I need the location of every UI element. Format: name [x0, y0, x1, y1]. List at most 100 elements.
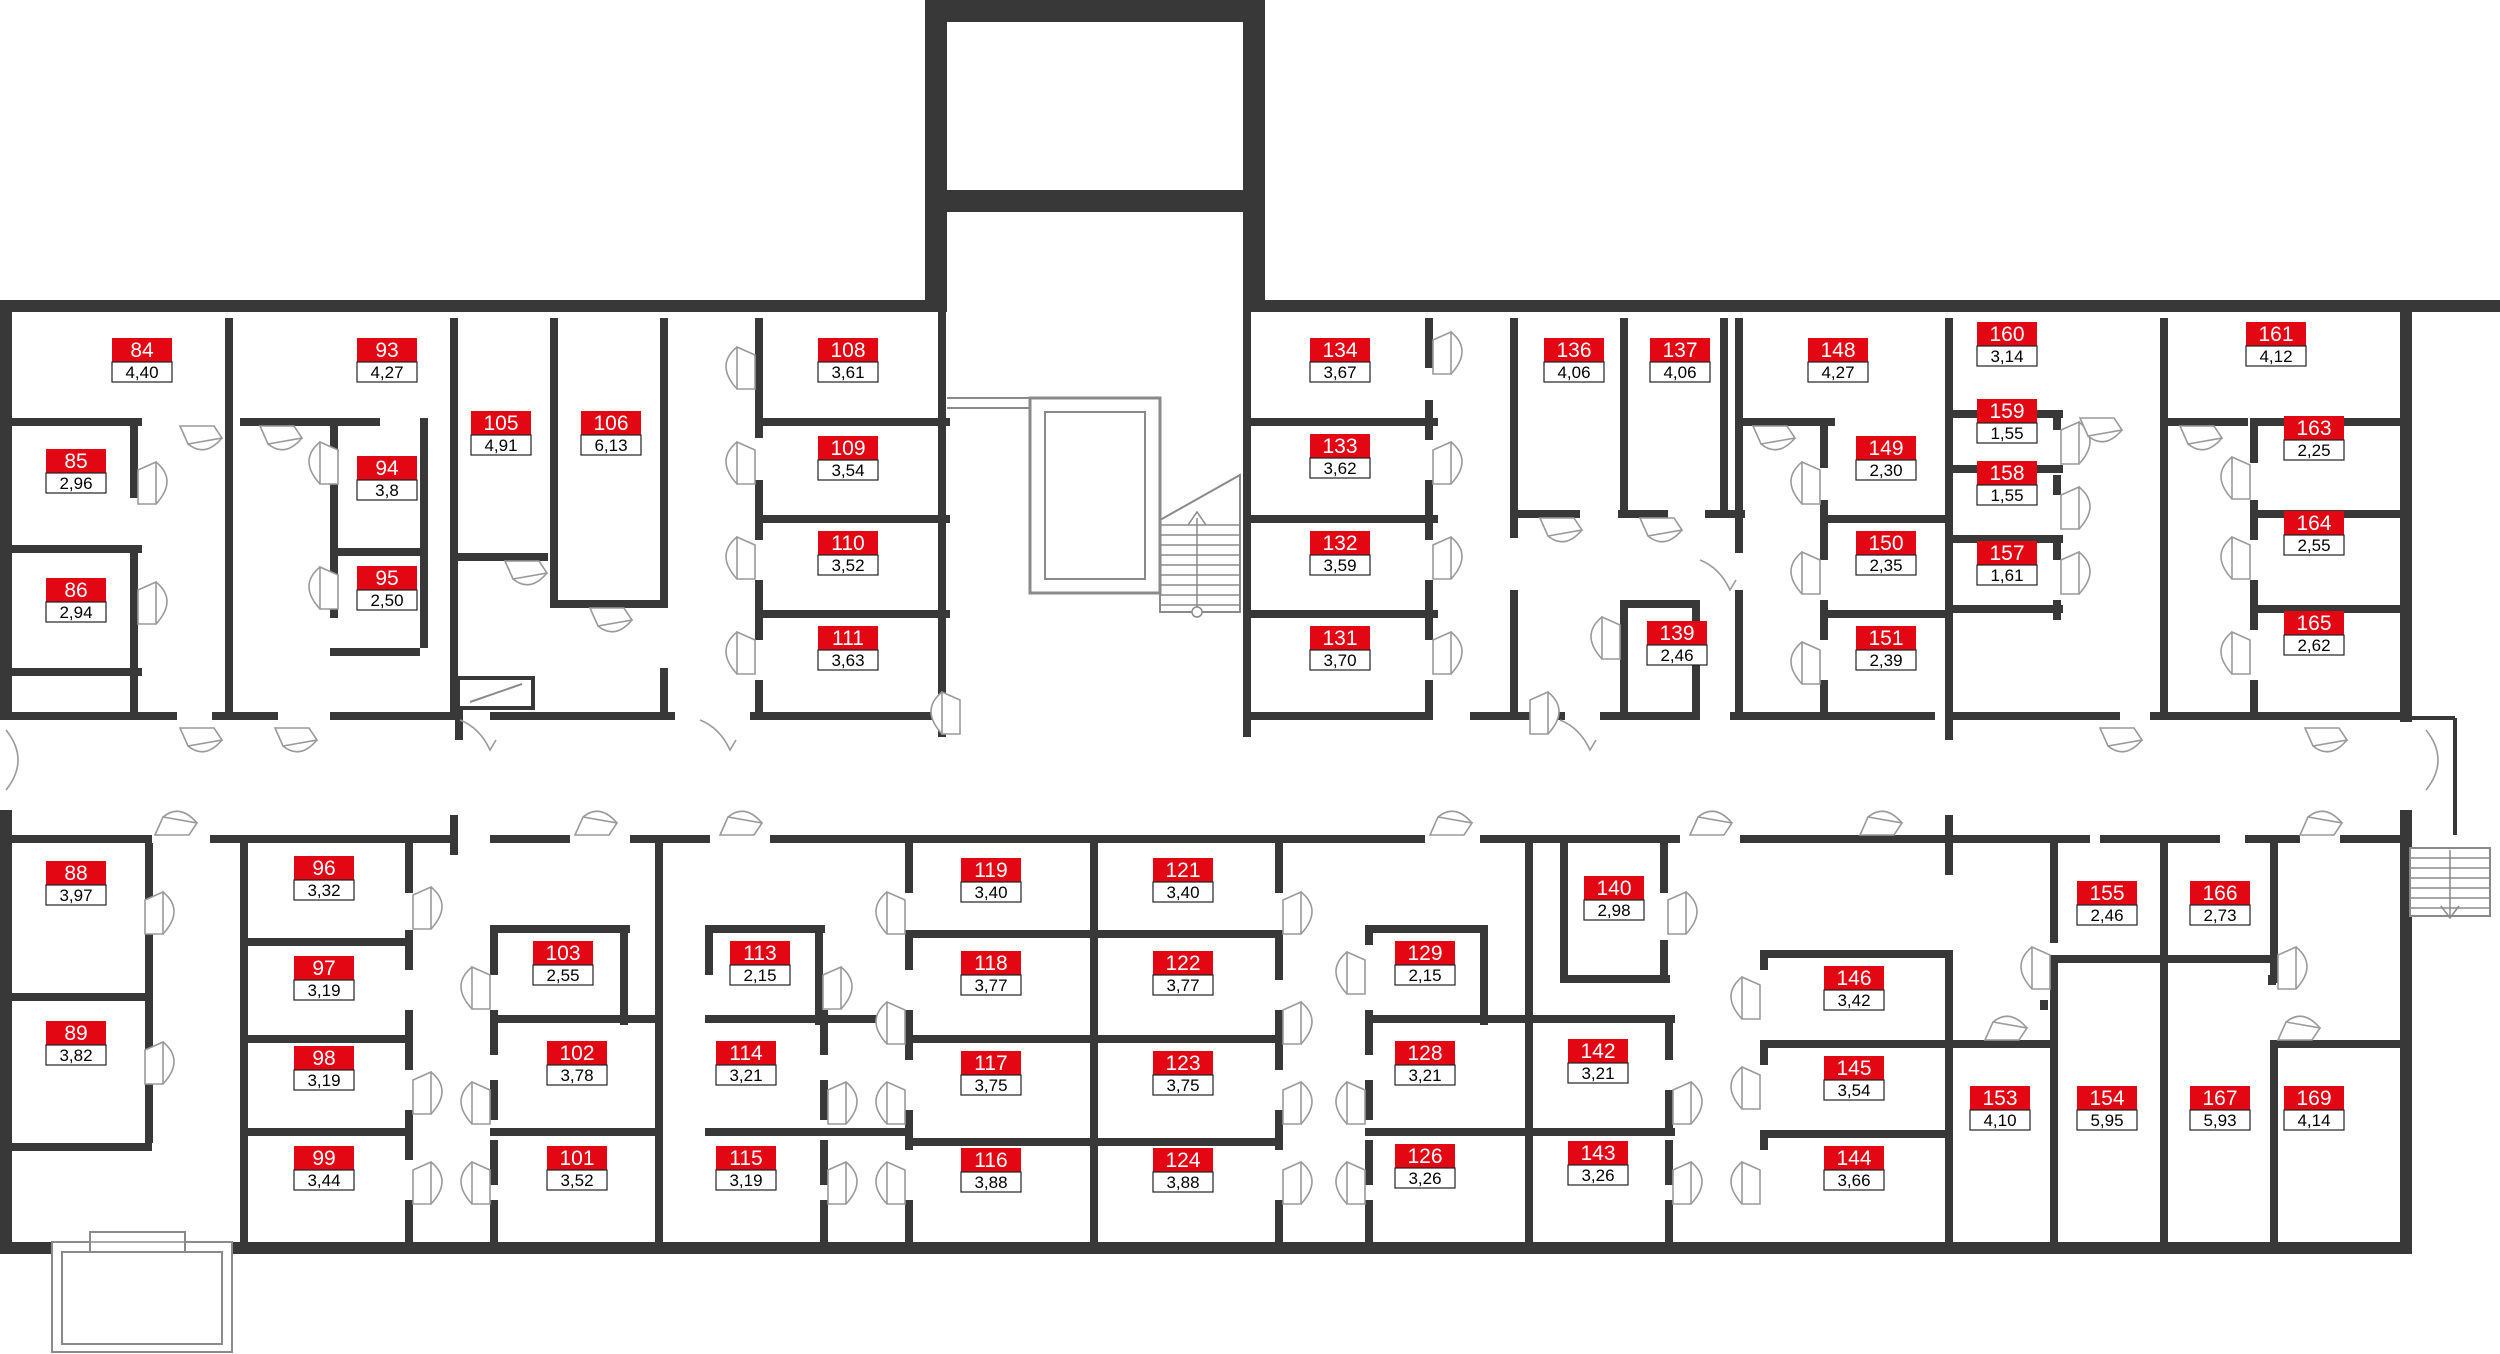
- room-number: 103: [545, 942, 580, 965]
- wall-6: [2400, 810, 2412, 1254]
- door-icon: [178, 425, 224, 451]
- room-number: 154: [2089, 1087, 2124, 1110]
- room-number-badge: [818, 626, 878, 650]
- door-icon: [2060, 420, 2091, 465]
- room-number: 110: [831, 532, 864, 555]
- room-number-badge: [2284, 511, 2344, 535]
- wall-138: [905, 843, 913, 893]
- room-area-box: [111, 361, 173, 383]
- wall-135: [820, 1080, 828, 1120]
- wall-53: [755, 318, 763, 438]
- wall-31: [2100, 835, 2220, 843]
- wall-30: [1740, 835, 2090, 843]
- wall-187: [2270, 1040, 2278, 1243]
- wall-180: [2040, 1000, 2048, 1010]
- wall-183: [2050, 955, 2058, 1245]
- room-number: 99: [312, 1147, 335, 1170]
- wall-132: [705, 1015, 910, 1023]
- door-icon: [1751, 425, 1797, 451]
- wall-16: [750, 712, 945, 720]
- door-icon: [412, 885, 443, 930]
- room-area: 3,54: [831, 461, 864, 480]
- wall-28: [770, 835, 1425, 843]
- wall-29: [1480, 835, 1680, 843]
- room-number: 124: [1165, 1149, 1200, 1172]
- room-number: 151: [1868, 627, 1903, 650]
- room-number-badge: [818, 531, 878, 555]
- room-number: 148: [1820, 339, 1855, 362]
- wall-106: [2250, 680, 2258, 720]
- room-number-badge: [1856, 626, 1916, 650]
- room-number-badge: [1824, 1146, 1884, 1170]
- room-area-box: [1855, 554, 1917, 576]
- room-area-box: [2283, 1109, 2345, 1131]
- door-icon: [460, 1160, 491, 1205]
- door-icon: [503, 560, 549, 586]
- door-icon: [1559, 719, 1597, 752]
- room-number: 131: [1322, 627, 1357, 650]
- room-number: 115: [729, 1147, 762, 1170]
- room-area-box: [1855, 459, 1917, 481]
- wall-11: [12, 712, 177, 720]
- wall-60: [938, 312, 946, 737]
- wall-72: [1720, 318, 1728, 518]
- wall-136: [820, 1140, 828, 1185]
- wall-182: [2050, 955, 2160, 963]
- room-number-badge: [1153, 951, 1213, 975]
- room-number: 144: [1836, 1147, 1871, 1170]
- room-area-box: [45, 601, 107, 623]
- wall-152: [1365, 925, 1485, 933]
- door-icon: [1638, 517, 1684, 543]
- door-icon: [822, 965, 853, 1010]
- wall-129: [705, 925, 825, 933]
- wall-22: [2150, 712, 2400, 720]
- wall-142: [905, 1200, 913, 1245]
- wall-74: [1618, 510, 1668, 518]
- door-icon: [1432, 630, 1463, 675]
- wall-120: [490, 925, 498, 975]
- wall-76: [1510, 590, 1518, 720]
- door-icon: [1790, 550, 1821, 595]
- room-number: 160: [1989, 323, 2024, 346]
- room-area-box: [960, 1074, 1022, 1096]
- room-area: 3,70: [1323, 651, 1356, 670]
- wall-97: [2053, 600, 2061, 620]
- room-number-badge: [1153, 1051, 1213, 1075]
- room-area: 3,19: [307, 1071, 340, 1090]
- door-icon: [308, 565, 339, 610]
- door-icon: [1428, 810, 1474, 836]
- room-number-badge: [2284, 416, 2344, 440]
- room-area: 3,59: [1323, 556, 1356, 575]
- room-area-box: [546, 1064, 608, 1086]
- room-area: 3,78: [560, 1066, 593, 1085]
- door-icon: [2298, 810, 2344, 836]
- wall-128: [490, 1200, 498, 1245]
- wall-119: [490, 925, 630, 933]
- room-area-box: [1543, 361, 1605, 383]
- room-number-badge: [533, 941, 593, 965]
- room-number-badge: [1856, 531, 1916, 555]
- door-icon: [1983, 1015, 2029, 1041]
- door-icon: [2425, 729, 2439, 791]
- wall-114: [405, 843, 413, 893]
- room-area-box: [1567, 1062, 1629, 1084]
- room-area-box: [1394, 1064, 1456, 1086]
- room-number: 108: [830, 339, 865, 362]
- doors: [5, 330, 2439, 1205]
- door-icon: [875, 890, 906, 935]
- room-area-box: [356, 479, 418, 501]
- wall-147: [1275, 843, 1283, 893]
- room-area-box: [45, 884, 107, 906]
